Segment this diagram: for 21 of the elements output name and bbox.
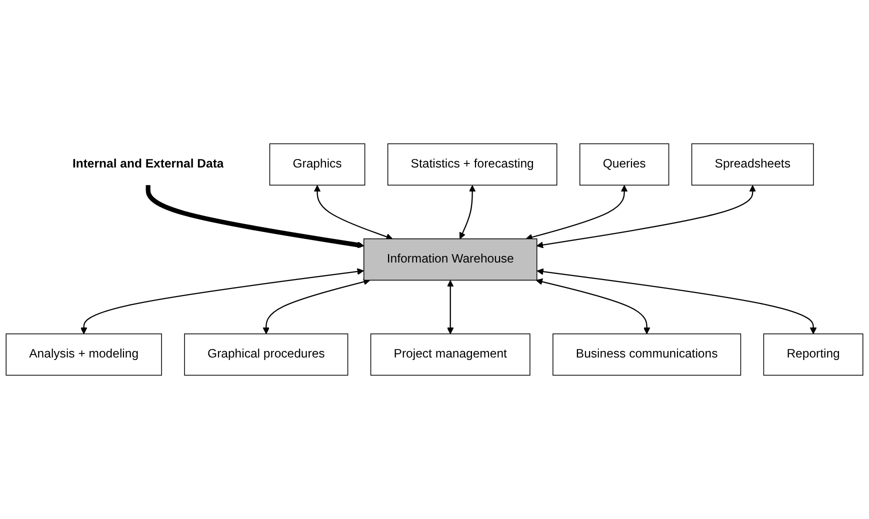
node-box: Reporting xyxy=(763,333,864,376)
node-box: Statistics + forecasting xyxy=(387,143,558,186)
node-text: Internal and External Data xyxy=(72,158,224,171)
node-box: Graphics xyxy=(269,143,366,186)
node-box: Graphical procedures xyxy=(184,333,348,376)
arrow xyxy=(314,185,393,240)
arrow xyxy=(536,185,756,248)
node-box: Project management xyxy=(370,333,530,376)
arrow xyxy=(526,185,628,240)
arrow xyxy=(446,280,454,334)
arrow xyxy=(459,185,476,240)
arrow xyxy=(146,185,364,248)
arrow xyxy=(80,268,364,334)
arrow xyxy=(536,278,650,334)
node-box: Queries xyxy=(579,143,670,186)
arrow xyxy=(536,268,817,334)
node-box: Analysis + modeling xyxy=(6,333,162,376)
arrow xyxy=(262,278,370,334)
node-box: Information Warehouse xyxy=(363,238,538,281)
node-box: Business communications xyxy=(552,333,742,376)
node-box: Spreadsheets xyxy=(691,143,814,186)
